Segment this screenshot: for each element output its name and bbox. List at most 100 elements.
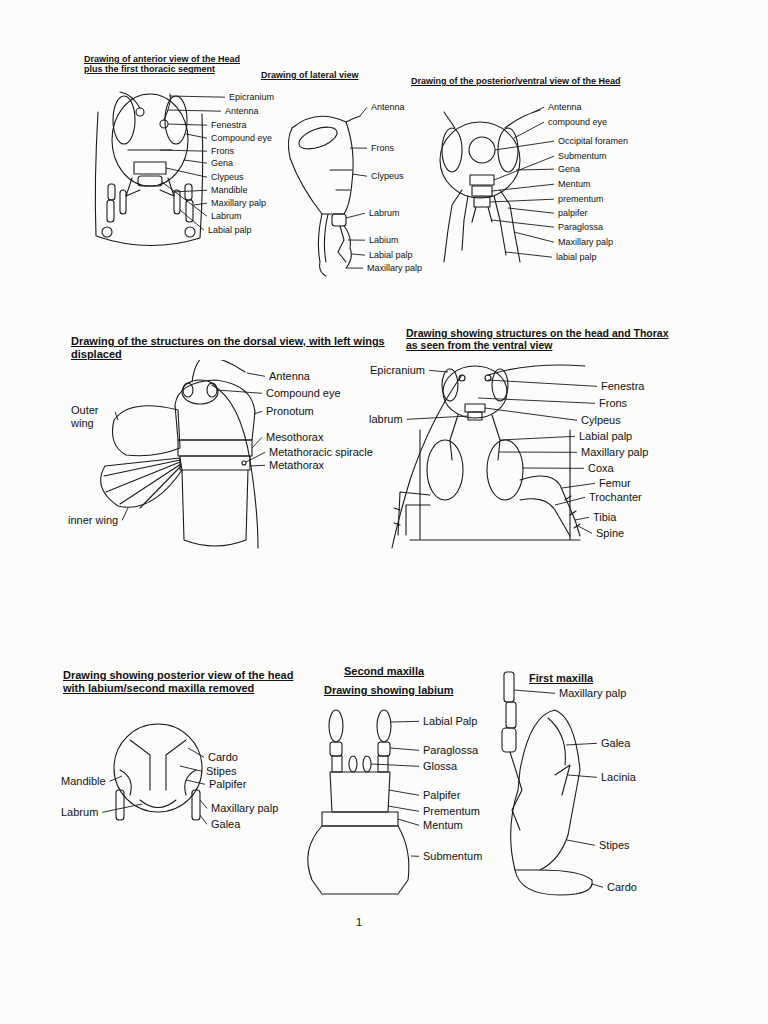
dorsal-view-drawing (101, 356, 258, 548)
part-label: Mentum (422, 819, 464, 832)
drawing-outline (113, 96, 135, 144)
drawing-outline (330, 772, 390, 812)
part-label: Submentum (422, 850, 483, 863)
page-number: 1 (355, 916, 363, 929)
leader-line (398, 819, 419, 825)
drawing-outline (130, 740, 186, 790)
part-label: Labrum (60, 806, 99, 819)
part-label: Compound eye (265, 387, 342, 400)
leader-line (122, 508, 128, 520)
leader-line (534, 107, 544, 112)
drawing-outline (444, 112, 455, 128)
drawing-outline (474, 197, 490, 207)
leader-line (506, 252, 552, 257)
part-label: labrum (368, 413, 404, 426)
leader-line (186, 780, 205, 784)
drawing-outline (138, 176, 162, 186)
drawing-outline (114, 724, 202, 812)
panel-heading: Drawing showing posterior view of the he… (62, 669, 319, 694)
part-label: Glossa (422, 760, 458, 773)
part-label: Mandible (210, 185, 249, 195)
part-label: Maxillary palp (366, 263, 423, 273)
drawing-outline (510, 752, 522, 830)
drawing-outline (136, 108, 144, 116)
leader-line (348, 240, 365, 241)
drawing-outline (338, 226, 346, 262)
part-label: Stipes (205, 765, 238, 778)
part-label: Maxillary palp (580, 446, 649, 459)
leader-line (485, 408, 577, 420)
part-label: Cardo (606, 881, 638, 894)
drawing-outline (520, 476, 580, 536)
leader-line (592, 884, 603, 887)
part-label: Epicranium (369, 364, 426, 377)
drawing-outline (462, 196, 468, 250)
drawing-outline (394, 496, 580, 528)
leader-line (170, 96, 225, 97)
part-label: Palpifer (422, 789, 461, 802)
part-label: Paraglossa (557, 222, 604, 232)
part-label: Maxillary palp (558, 687, 627, 700)
drawing-outline (492, 369, 508, 401)
leader-line (562, 483, 595, 488)
drawing-outline (487, 440, 523, 500)
drawing-outline (116, 790, 124, 820)
drawing-outline (332, 214, 346, 226)
part-label: Coxa (587, 462, 615, 475)
part-label: labial palp (555, 252, 598, 262)
part-label: Submentum (557, 151, 608, 161)
drawing-outline (520, 499, 570, 536)
drawing-outline (450, 415, 458, 460)
part-label: Clypeus (370, 171, 405, 181)
drawing-outline (330, 742, 342, 756)
part-label: Clypeus (210, 172, 245, 182)
part-label: Frons (598, 397, 628, 410)
leader-line (180, 766, 202, 771)
leader-line (578, 526, 592, 533)
drawing-outline (165, 96, 187, 144)
leader-line (492, 220, 554, 227)
leader-line (488, 380, 597, 386)
anterior-head-drawing (95, 92, 202, 246)
drawing-outline (185, 770, 196, 795)
panel-heading: Drawing showing structures on the head a… (405, 327, 675, 351)
part-label: Maxillary palp (210, 802, 279, 815)
leader-line (250, 465, 265, 467)
part-label: Palpifer (208, 778, 247, 791)
drawing-outline (160, 120, 168, 128)
drawing-outline (504, 672, 514, 702)
part-label: Fenestra (600, 380, 645, 393)
part-label: Maxillary palp (557, 237, 614, 247)
drawing-outline (506, 702, 516, 728)
leader-line (411, 856, 419, 857)
panel-heading: Second maxilla (343, 665, 425, 678)
part-label: Antenna (547, 102, 583, 112)
drawing-outline (120, 92, 140, 108)
leader-line (247, 373, 265, 376)
drawing-outline (548, 718, 565, 765)
leader-line (490, 199, 554, 202)
drawing-outline (332, 756, 342, 772)
drawing-outline (344, 226, 351, 268)
part-label: Antenna (224, 106, 260, 116)
drawing-outline (108, 184, 115, 200)
drawing-outline (505, 110, 540, 128)
drawing-outline (378, 742, 390, 756)
leader-line (500, 436, 575, 440)
head-posterior-no-labium-drawing (114, 724, 202, 820)
leader-line (575, 517, 589, 520)
leader-line (567, 840, 595, 845)
leader-line (254, 411, 262, 414)
leader-line (371, 764, 419, 766)
leader-line (346, 268, 363, 269)
part-label: palpifer (557, 208, 589, 218)
leader-line (217, 390, 262, 393)
leader-line (478, 398, 595, 403)
drawing-outline (444, 190, 462, 262)
part-label: Lacinia (600, 771, 637, 784)
panel-heading: Drawing of lateral view (260, 70, 360, 80)
leader-line (492, 184, 554, 191)
part-label: Labial Palp (422, 715, 478, 728)
